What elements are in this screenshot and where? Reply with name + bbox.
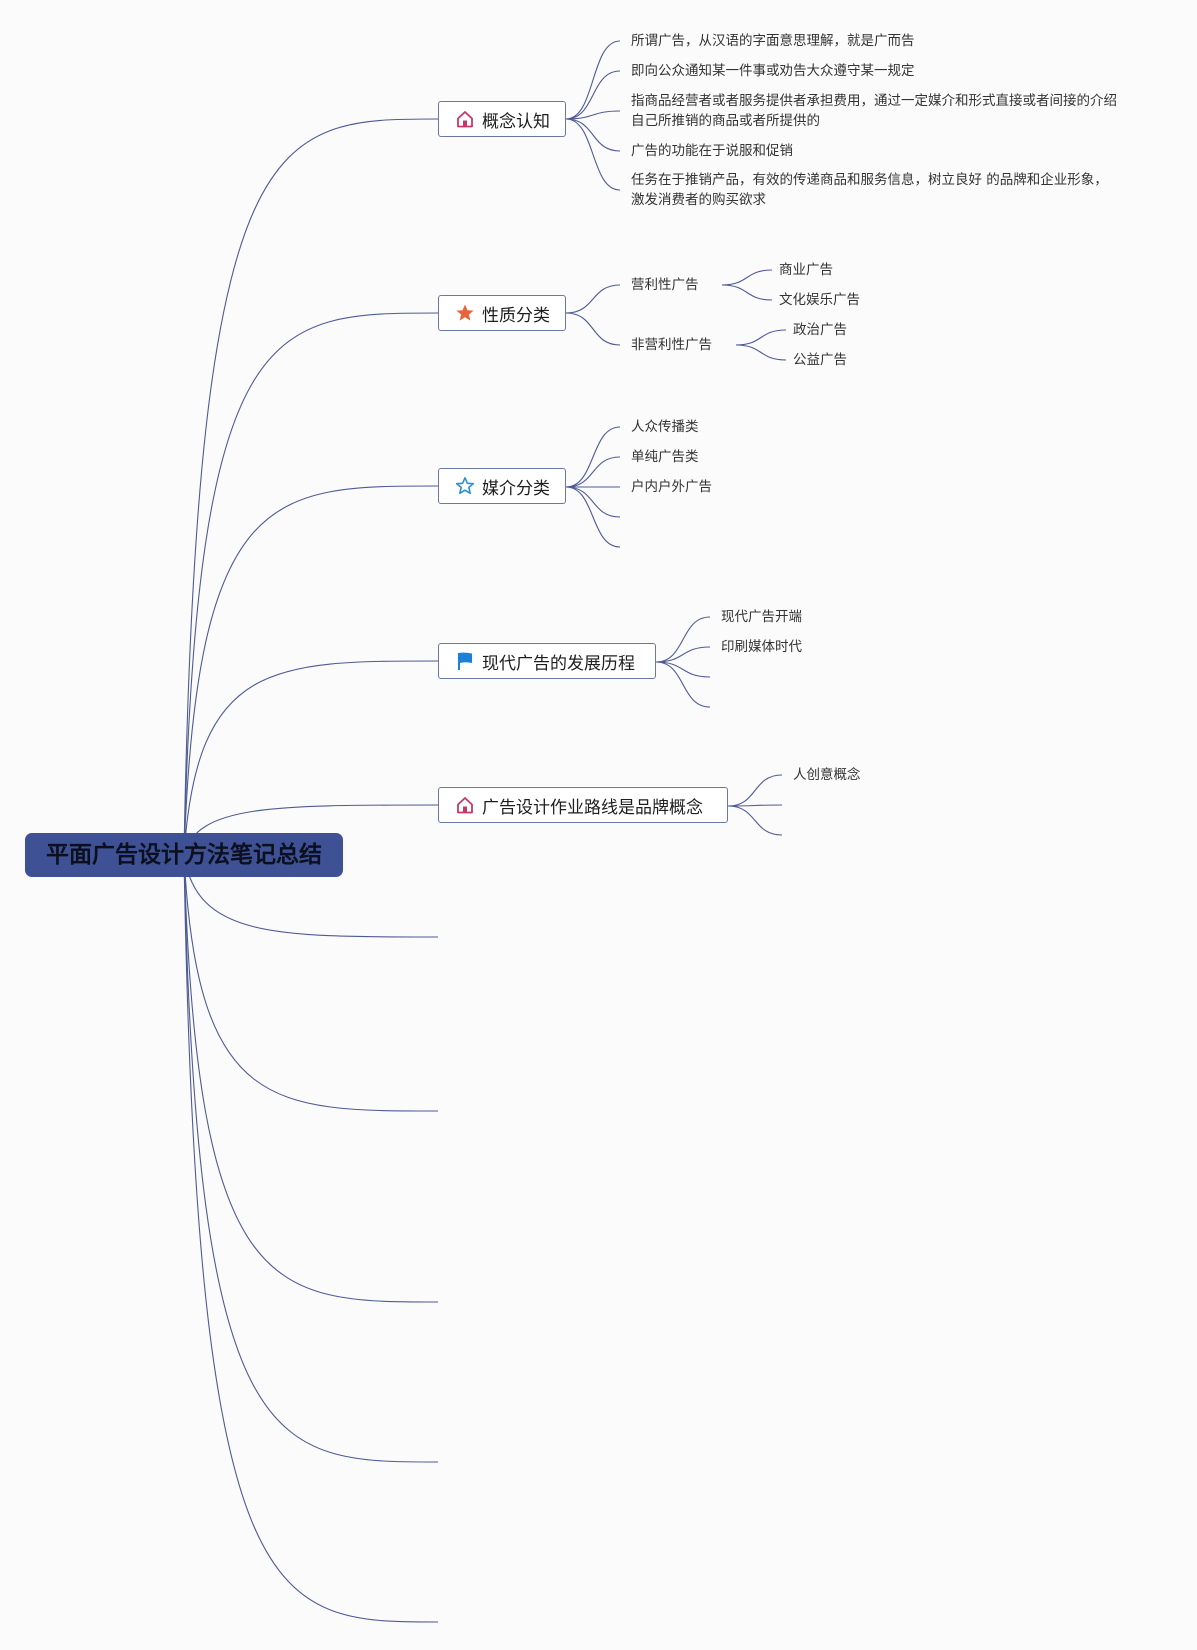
- media-link: [565, 456, 621, 488]
- design-route-item: 人创意概念: [793, 767, 861, 783]
- media-item: 单纯广告类: [631, 449, 699, 465]
- branch-label: 媒介分类: [482, 478, 550, 499]
- history-link: [655, 661, 711, 708]
- concept-link: [565, 118, 621, 152]
- star-filled-icon: [456, 304, 474, 321]
- profit-link: [721, 284, 773, 301]
- history-link: [655, 616, 711, 663]
- history-item: 印刷媒体时代: [721, 639, 802, 655]
- root-branch-line: [183, 118, 439, 856]
- public-welfare-ad-item: 公益广告: [793, 352, 847, 368]
- branch-label: 广告设计作业路线是品牌概念: [482, 797, 703, 818]
- media-link: [565, 486, 621, 548]
- concept-item: 广告的功能在于说服和促销: [631, 143, 793, 159]
- commercial-ad-item: 商业广告: [779, 262, 833, 278]
- branch-label: 性质分类: [482, 305, 550, 326]
- media-item: 户内户外广告: [631, 479, 712, 495]
- design-route-link: [727, 805, 783, 836]
- history-link: [655, 661, 711, 678]
- culture-entertainment-ad-item: 文化娱乐广告: [779, 292, 860, 308]
- concept-link: [565, 70, 621, 120]
- house-icon: [457, 797, 473, 814]
- root-topic-label: 平面广告设计方法笔记总结: [46, 842, 322, 868]
- root-branch-line: [183, 854, 439, 938]
- concept-item: 所谓广告，从汉语的字面意思理解，就是广而告: [631, 33, 915, 49]
- history-item: 现代广告开端: [721, 609, 802, 625]
- branch-label: 概念认知: [482, 111, 550, 132]
- design-route-link: [727, 804, 783, 807]
- nonprofit-ad-node: 非营利性广告: [631, 337, 712, 353]
- root-branch-line: [183, 854, 439, 1303]
- root-branch-line: [183, 485, 439, 856]
- concept-link: [565, 40, 621, 120]
- branch-nature-classification[interactable]: 性质分类: [438, 295, 566, 331]
- media-item: 人众传播类: [631, 419, 699, 435]
- nonprofit-link: [735, 344, 787, 361]
- root-branch-line: [183, 312, 439, 856]
- star-outline-icon: [455, 476, 475, 495]
- concept-link: [565, 110, 621, 120]
- flag-icon: [458, 652, 472, 670]
- profit-link: [721, 269, 773, 286]
- root-branch-line: [183, 854, 439, 1623]
- design-route-link: [727, 774, 783, 807]
- nature-link: [565, 312, 621, 346]
- concept-item: 即向公众通知某一件事或劝告大众遵守某一规定: [631, 63, 915, 79]
- root-branch-line: [183, 854, 439, 1112]
- branch-ad-design-route[interactable]: 广告设计作业路线是品牌概念: [438, 787, 728, 823]
- political-ad-item: 政治广告: [793, 322, 847, 338]
- branch-concept[interactable]: 概念认知: [438, 101, 566, 137]
- house-icon: [457, 111, 473, 128]
- concept-item: 指商品经营者或者服务提供者承担费用，通过一定媒介和形式直接或者间接的介绍自己所推…: [631, 93, 1117, 129]
- history-link: [655, 646, 711, 663]
- media-link: [565, 486, 621, 518]
- root-topic[interactable]: 平面广告设计方法笔记总结: [25, 833, 343, 877]
- branch-modern-ad-history[interactable]: 现代广告的发展历程: [438, 643, 656, 679]
- root-branch-line: [183, 854, 439, 1463]
- nonprofit-link: [735, 329, 787, 346]
- profit-ad-node: 营利性广告: [631, 277, 699, 293]
- branch-media-classification[interactable]: 媒介分类: [438, 468, 566, 504]
- media-link: [565, 426, 621, 488]
- root-branch-line: [183, 660, 439, 856]
- concept-item: 任务在于推销产品，有效的传递商品和服务信息，树立良好 的品牌和企业形象，激发消费…: [631, 172, 1108, 208]
- nature-link: [565, 284, 621, 314]
- branch-label: 现代广告的发展历程: [482, 653, 635, 674]
- concept-link: [565, 118, 621, 191]
